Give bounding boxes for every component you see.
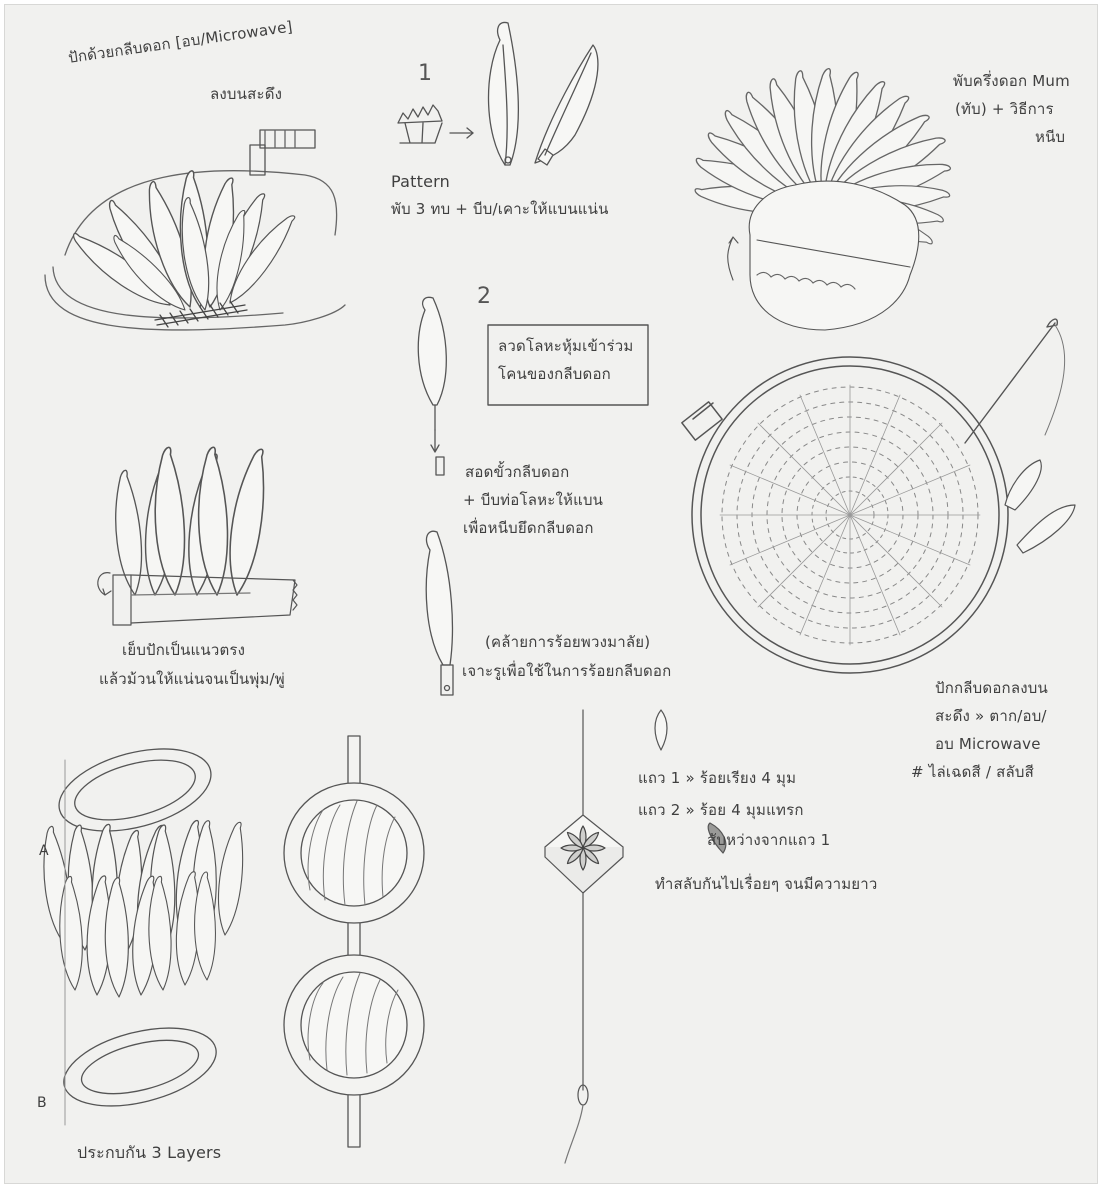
hoop-caption-4: # ไล่เฉดสี / สลับสี [911,763,1034,782]
row-repeat-note: ทำสลับกันไปเรื่อยๆ จนมีความยาว [655,875,878,894]
layers-caption: ประกบกัน 3 Layers [77,1143,221,1163]
row-2-note: แถว 2 » ร้อย 4 มุมแทรก [638,801,804,820]
layer-a-label: A [39,843,49,861]
hoop-caption-2: สะดึง » ตาก/อบ/ [935,707,1047,726]
wire-box-line-2: โคนของกลีบดอก [498,365,611,384]
folded-petal-drawing [489,22,598,165]
pattern-caption: พับ 3 ทบ + บีบ/เคาะให้แบนแน่น [391,200,609,219]
layer-b-label: B [37,1095,47,1113]
sketch-drawings [5,5,1097,1183]
hoop-petal-cluster-drawing [45,130,345,330]
step-2-text-4: (คล้ายการร้อยพวงมาลัย) [485,633,650,652]
fold-pattern-drawing [398,105,473,143]
petal-roll-drawing [98,447,297,625]
layer-b-ring-drawing [56,1014,224,1120]
step-2-number: 2 [477,283,491,311]
step-2-text-2: + บีบท่อโลหะให้แบน [463,491,603,510]
sketch-page: ปักด้วยกลีบดอก [อบ/Microwave] ลงบนสะดึง … [4,4,1098,1184]
step-2-text-1: สอดขั้วกลีบดอก [465,463,569,482]
hoop-caption-3: อบ Microwave [935,735,1041,754]
top-right-subtitle-1: (ทับ) + วิธีการ [955,100,1054,119]
step-2-text-5: เจาะรูเพื่อใช้ในการร้อยกลีบดอก [462,662,671,681]
embroidery-hoop-icon [682,357,1008,673]
hoop-caption-1: ปักกลีบดอกลงบน [935,679,1048,698]
top-left-subtitle: ลงบนสะดึง [210,85,282,104]
loose-petals-drawing [1005,460,1075,553]
step-2-text-3: เพื่อหนีบยึดกลีบดอก [463,519,594,538]
row-2-subnote: สับหว่างจากแถว 1 [707,831,830,850]
pattern-label: Pattern [391,172,450,192]
top-right-subtitle-2: หนีบ [1035,128,1065,147]
string-flower-drawing [545,710,623,1163]
row-1-note: แถว 1 » ร้อยเรียง 4 มุม [638,769,796,788]
row-caption-2: แล้วม้วนให้แน่นจนเป็นพุ่ม/พู่ [99,670,285,689]
wire-box-line-1: ลวดโลหะหุ้มเข้าร่วม [498,337,634,356]
top-right-title: พับครึ่งดอก Mum [953,72,1070,91]
half-mum-drawing [691,69,953,330]
step-1-number: 1 [418,60,432,88]
double-frame-drawing [284,736,424,1147]
layer-petals-drawing [37,819,248,997]
wire-petal-drawing [418,297,453,695]
row-caption-1: เย็บปักเป็นแนวตรง [122,641,245,660]
